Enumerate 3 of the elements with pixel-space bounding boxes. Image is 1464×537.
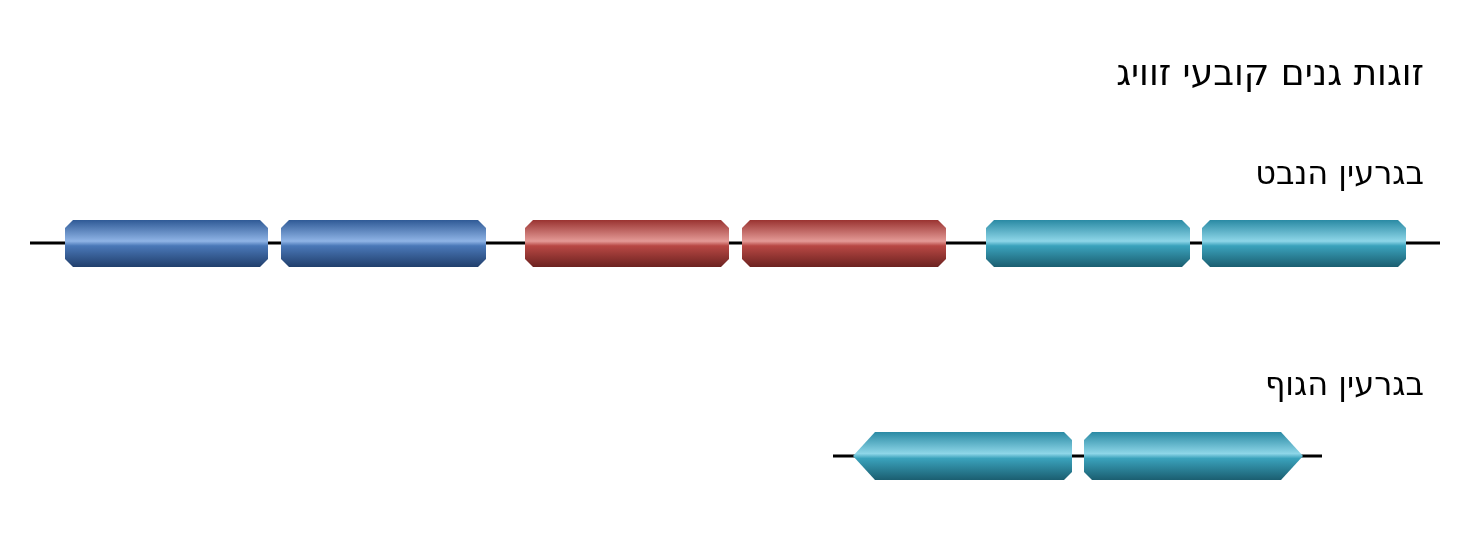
row-label: בגרעין הנבט — [1255, 157, 1424, 189]
title: זוגות גנים קובעי זוויג — [1116, 55, 1424, 91]
row-label: בגרעין הגוף — [1264, 368, 1424, 400]
